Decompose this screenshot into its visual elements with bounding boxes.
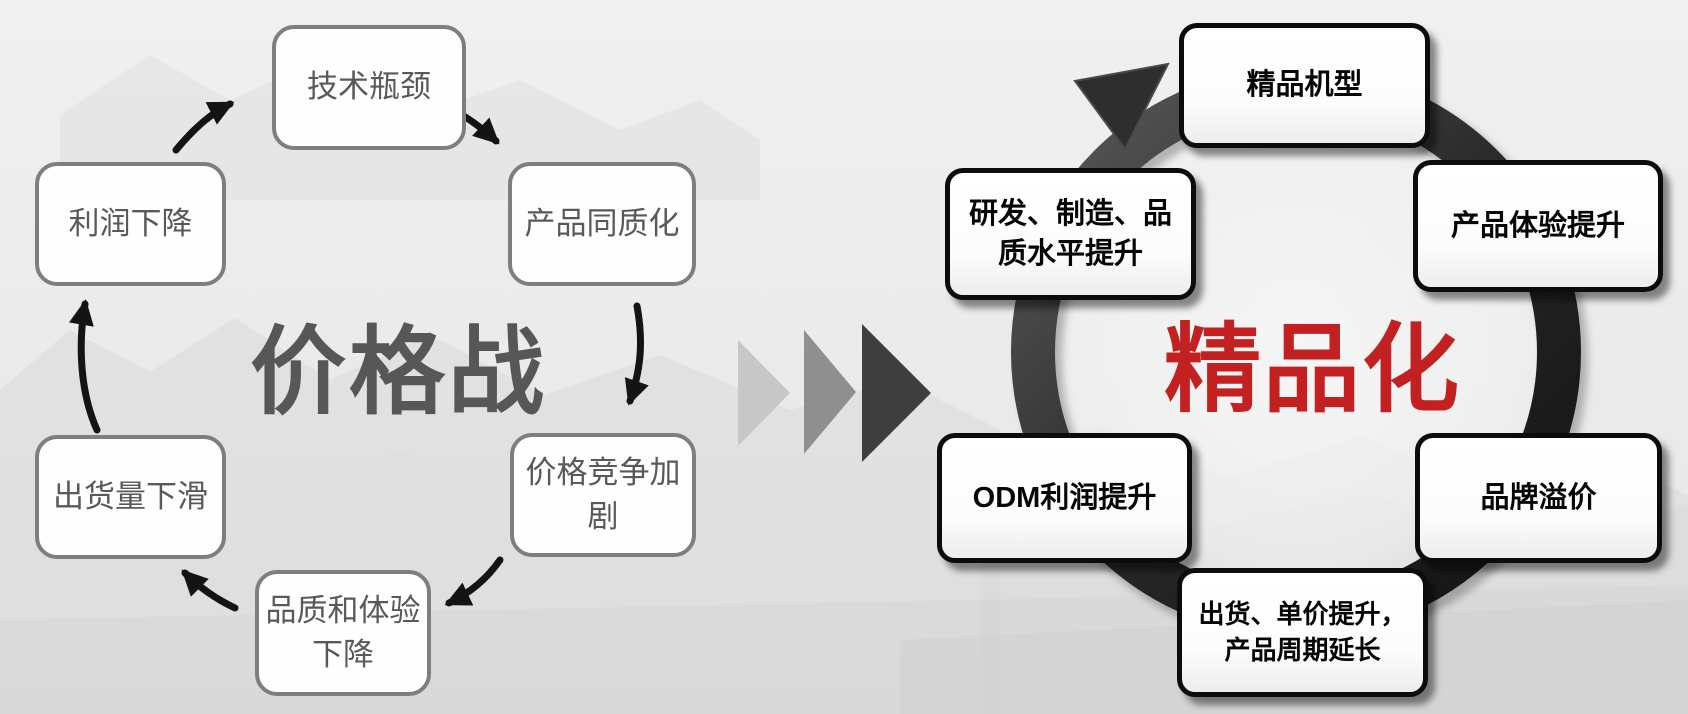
chevron-1-icon xyxy=(738,340,790,446)
node-shipment-price-up: 出货、单价提升， 产品周期延长 xyxy=(1177,568,1428,697)
node-label: 精品机型 xyxy=(1246,69,1363,102)
node-label: 产品同质化 xyxy=(524,205,680,241)
ring-arrow-head-edge xyxy=(1073,62,1170,151)
node-brand-premium: 品牌溢价 xyxy=(1415,433,1662,563)
left-cycle-title: 价格战 xyxy=(250,319,547,426)
arrow-competition-to-quality xyxy=(444,556,504,607)
ring-arrow-head-icon xyxy=(1075,64,1168,149)
node-label: 产品周期延长 xyxy=(1224,634,1381,665)
arrow-profit-to-tech xyxy=(172,100,235,154)
arrow-homog-to-competition xyxy=(624,302,649,406)
node-label: 质水平提升 xyxy=(997,238,1143,270)
arrow-quality-to-shipment xyxy=(181,569,239,612)
node-label: 下降 xyxy=(312,637,374,672)
node-premium-model: 精品机型 xyxy=(1179,23,1430,148)
chevron-2-icon xyxy=(804,330,856,454)
arrow-shipment-to-profit xyxy=(68,299,101,434)
node-label: 品质和体验 xyxy=(265,592,421,628)
node-rnd-quality-up: 研发、制造、品 质水平提升 xyxy=(945,168,1196,300)
chevron-3-icon xyxy=(862,324,931,462)
transition-chevrons xyxy=(738,324,931,462)
node-label: 价格竞争加 xyxy=(525,454,681,490)
node-label: 产品体验提升 xyxy=(1450,209,1625,242)
node-label: 利润下降 xyxy=(68,205,193,241)
node-label: ODM利润提升 xyxy=(972,481,1157,514)
node-profit-decline: 利润下降 xyxy=(35,162,226,286)
node-label: 品牌溢价 xyxy=(1480,481,1597,514)
node-price-competition: 价格竞争加 剧 xyxy=(510,433,696,557)
node-shipment-decline: 出货量下滑 xyxy=(35,435,226,559)
right-cycle-title: 精品化 xyxy=(1164,315,1461,424)
node-label: 出货量下滑 xyxy=(53,478,208,514)
node-label: 技术瓶颈 xyxy=(307,69,431,105)
node-experience-up: 产品体验提升 xyxy=(1413,160,1663,292)
node-tech-bottleneck: 技术瓶颈 xyxy=(272,25,466,150)
node-odm-profit-up: ODM利润提升 xyxy=(937,433,1192,563)
node-label: 研发、制造、品 xyxy=(968,197,1172,230)
node-label: 剧 xyxy=(587,499,619,534)
node-label: 出货、单价提升， xyxy=(1198,598,1407,629)
node-homogenization: 产品同质化 xyxy=(508,162,696,286)
node-quality-decline: 品质和体验 下降 xyxy=(255,570,431,696)
